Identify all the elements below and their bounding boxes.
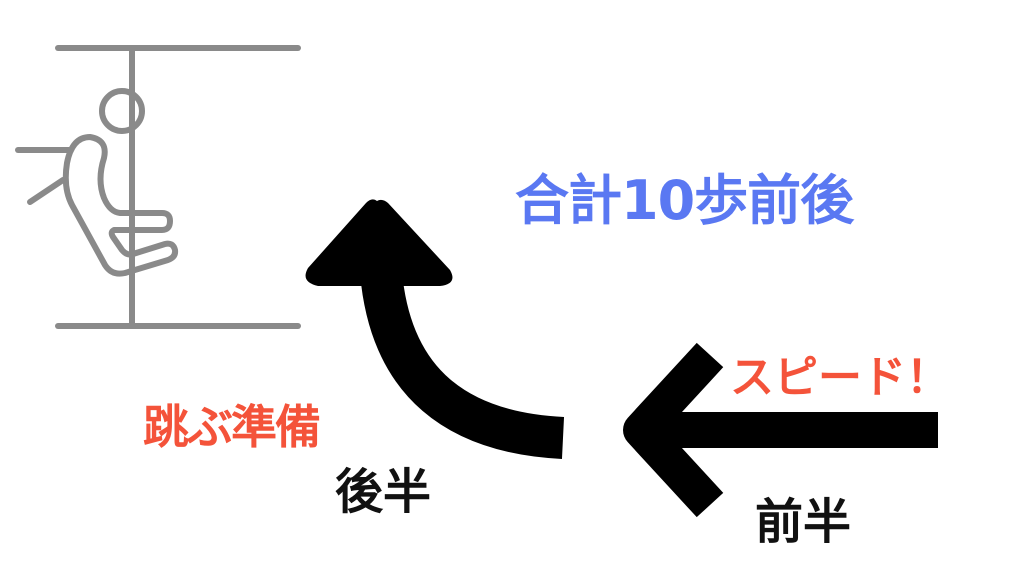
curved-arrow-icon [305,199,565,459]
first-half-label: 前半 [755,494,852,550]
body [62,134,179,277]
arm-lower [27,177,66,205]
total-steps-label: 合計10歩前後 [515,169,854,232]
second-half-label: 後半 [335,464,432,520]
head [99,88,145,134]
chairlift-figure-icon [15,45,301,329]
speed-label: スピード！ [730,352,950,403]
left-arrow-icon [623,342,938,518]
jump-prep-label: 跳ぶ準備 [143,400,321,454]
